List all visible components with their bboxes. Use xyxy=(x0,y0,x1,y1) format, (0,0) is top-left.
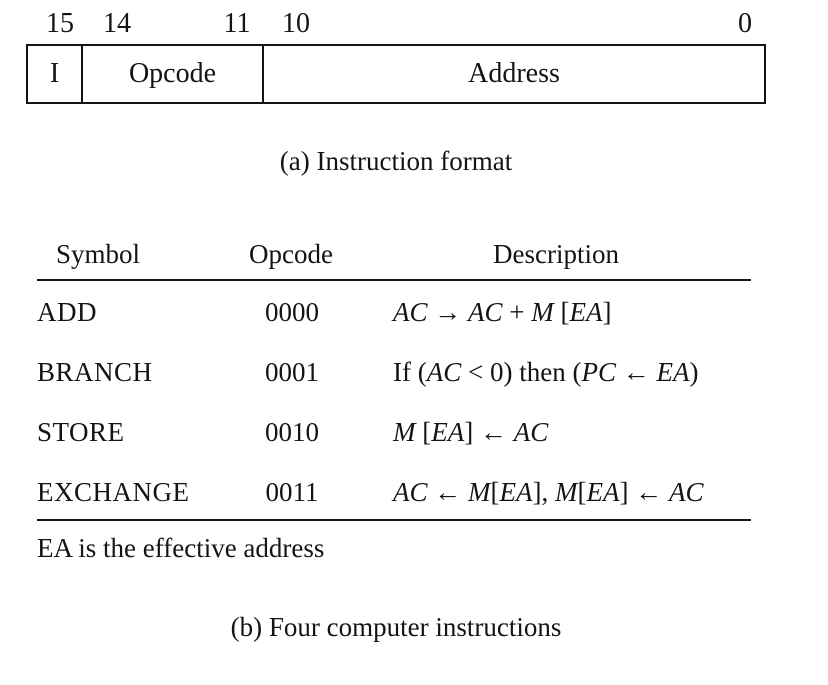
field-indirect-bit-label: I xyxy=(49,58,60,89)
figure-b-caption: (b) Four computer instructions xyxy=(230,612,562,642)
instruction-opcode: 0001 xyxy=(265,357,319,387)
field-address: Address xyxy=(264,46,764,102)
instruction-symbol: EXCHANGE xyxy=(37,477,190,507)
table-row: STORE 0010 M [EA] ← AC xyxy=(0,415,828,449)
field-address-label: Address xyxy=(468,58,560,89)
figure-a-caption: (a) Instruction format xyxy=(279,146,513,176)
instruction-format-box: I Opcode Address xyxy=(26,44,766,104)
instruction-opcode: 0011 xyxy=(265,477,319,507)
table-row: EXCHANGE 0011 AC ← M[EA], M[EA] ← AC xyxy=(0,475,828,509)
table-header-symbol: Symbol xyxy=(55,239,141,269)
bit-label-0: 0 xyxy=(738,8,752,39)
table-footnote: EA is the effective address xyxy=(37,533,325,563)
bit-label-11: 11 xyxy=(223,8,251,39)
field-opcode: Opcode xyxy=(83,46,264,102)
instruction-description: If (AC < 0) then (PC ← EA) xyxy=(393,357,699,387)
instruction-symbol: BRANCH xyxy=(37,357,153,387)
table-bottom-rule xyxy=(37,519,751,521)
instruction-opcode: 0010 xyxy=(265,417,319,447)
instruction-description: M [EA] ← AC xyxy=(393,417,549,447)
table-row: BRANCH 0001 If (AC < 0) then (PC ← EA) xyxy=(0,355,828,389)
instruction-opcode: 0000 xyxy=(265,297,319,327)
table-top-rule xyxy=(37,279,751,281)
field-indirect-bit: I xyxy=(28,46,83,102)
bit-label-10: 10 xyxy=(282,8,310,39)
bit-label-14: 14 xyxy=(103,8,131,39)
field-opcode-label: Opcode xyxy=(128,58,217,89)
table-header-description: Description xyxy=(493,239,619,269)
table-row: ADD 0000 AC → AC + M [EA] xyxy=(0,295,828,329)
instruction-description: AC ← M[EA], M[EA] ← AC xyxy=(393,477,704,507)
bit-label-15: 15 xyxy=(46,8,74,39)
instruction-symbol: ADD xyxy=(37,297,97,327)
instruction-description: AC → AC + M [EA] xyxy=(393,297,612,327)
instruction-symbol: STORE xyxy=(37,417,125,447)
table-header-opcode: Opcode xyxy=(249,239,333,269)
